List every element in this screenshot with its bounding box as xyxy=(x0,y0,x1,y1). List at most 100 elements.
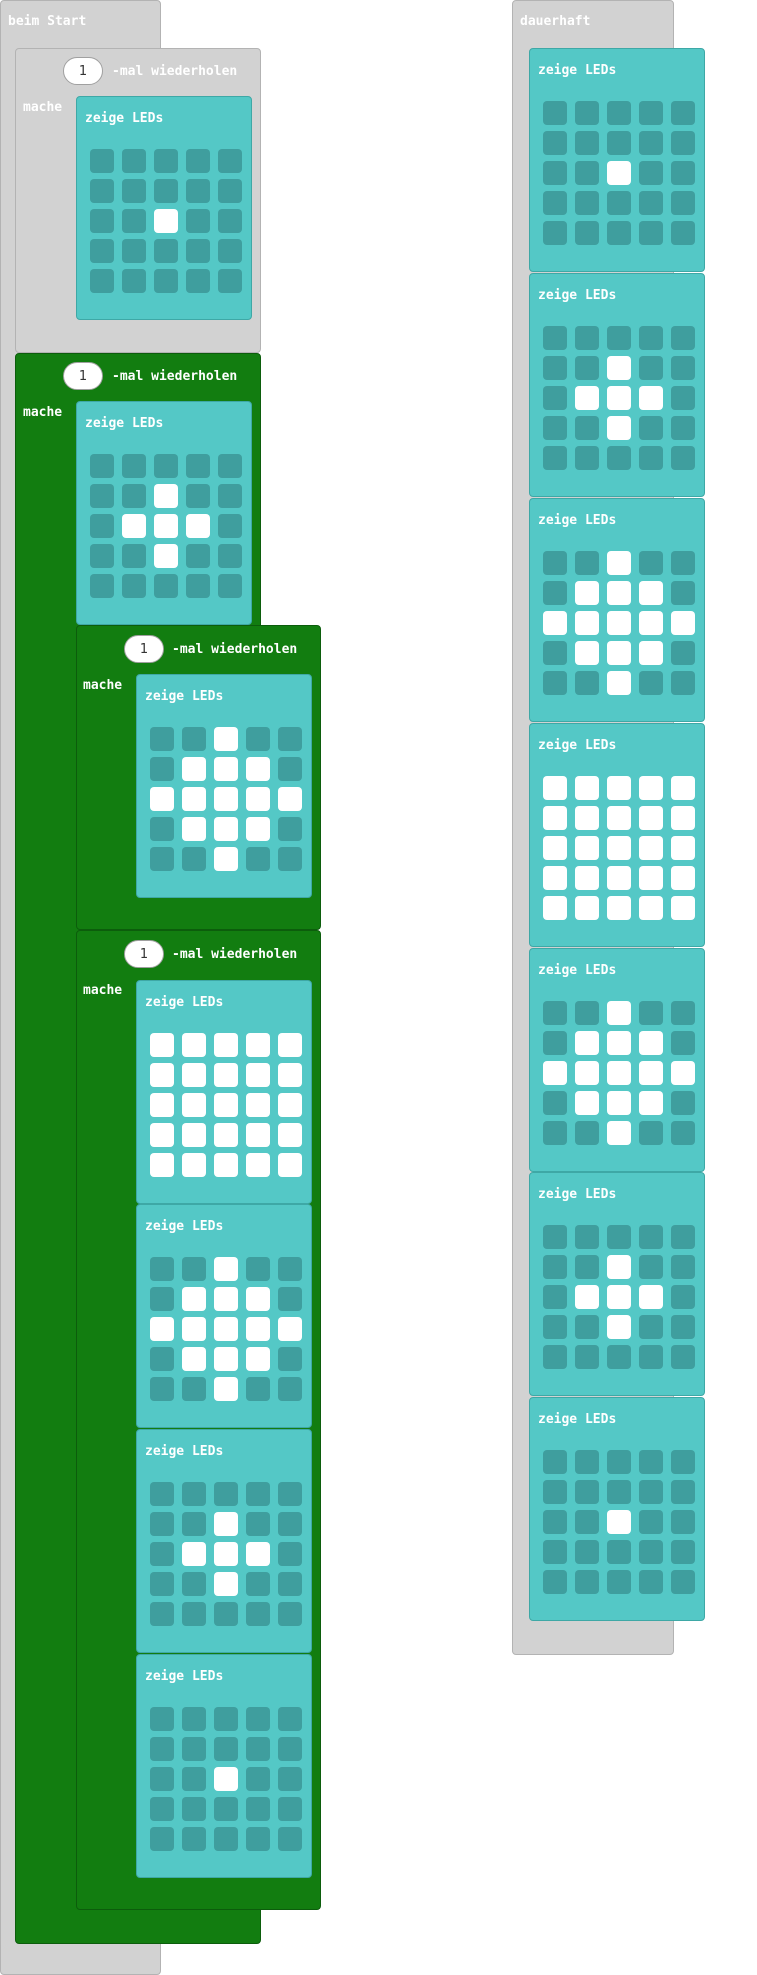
led-2-2[interactable] xyxy=(214,1542,238,1566)
led-1-4[interactable] xyxy=(218,179,242,203)
led-0-1[interactable] xyxy=(575,101,599,125)
led-2-3[interactable] xyxy=(639,386,663,410)
led-3-4[interactable] xyxy=(671,1091,695,1115)
led-4-3[interactable] xyxy=(639,1570,663,1594)
led-4-3[interactable] xyxy=(639,446,663,470)
led-4-0[interactable] xyxy=(543,1570,567,1594)
led-3-3[interactable] xyxy=(639,191,663,215)
led-2-4[interactable] xyxy=(671,1061,695,1085)
led-1-0[interactable] xyxy=(150,757,174,781)
led-1-1[interactable] xyxy=(182,1512,206,1536)
led-0-0[interactable] xyxy=(90,454,114,478)
led-3-1[interactable] xyxy=(182,1123,206,1147)
led-2-1[interactable] xyxy=(575,836,599,860)
led-0-3[interactable] xyxy=(246,1257,270,1281)
led-0-2[interactable] xyxy=(607,1001,631,1025)
led-3-4[interactable] xyxy=(278,1123,302,1147)
led-0-0[interactable] xyxy=(150,1707,174,1731)
led-2-0[interactable] xyxy=(150,1093,174,1117)
led-2-1[interactable] xyxy=(575,161,599,185)
led-2-3[interactable] xyxy=(639,1510,663,1534)
led-0-3[interactable] xyxy=(186,149,210,173)
led-0-3[interactable] xyxy=(639,551,663,575)
on-start-show-leds-block-2[interactable]: zeige LEDs xyxy=(76,401,252,625)
led-4-4[interactable] xyxy=(671,221,695,245)
led-3-4[interactable] xyxy=(218,239,242,263)
led-3-4[interactable] xyxy=(278,1797,302,1821)
led-4-0[interactable] xyxy=(543,1121,567,1145)
led-4-2[interactable] xyxy=(607,1345,631,1369)
led-0-4[interactable] xyxy=(671,1001,695,1025)
led-4-0[interactable] xyxy=(543,446,567,470)
led-3-2[interactable] xyxy=(607,1091,631,1115)
led-3-1[interactable] xyxy=(575,1540,599,1564)
led-1-2[interactable] xyxy=(154,484,178,508)
led-0-4[interactable] xyxy=(671,1450,695,1474)
led-4-4[interactable] xyxy=(671,446,695,470)
led-2-1[interactable] xyxy=(575,386,599,410)
led-1-1[interactable] xyxy=(122,179,146,203)
led-0-3[interactable] xyxy=(639,1225,663,1249)
led-1-4[interactable] xyxy=(671,356,695,380)
led-3-1[interactable] xyxy=(182,817,206,841)
led-2-2[interactable] xyxy=(607,836,631,860)
led-3-4[interactable] xyxy=(278,1347,302,1371)
led-4-3[interactable] xyxy=(246,847,270,871)
led-1-1[interactable] xyxy=(182,1063,206,1087)
led-4-4[interactable] xyxy=(278,1153,302,1177)
led-0-0[interactable] xyxy=(543,1450,567,1474)
repeat-count-1[interactable]: 1 xyxy=(63,57,103,85)
led-4-2[interactable] xyxy=(607,1121,631,1145)
led-0-4[interactable] xyxy=(278,1482,302,1506)
led-0-0[interactable] xyxy=(543,1225,567,1249)
led-1-4[interactable] xyxy=(671,1255,695,1279)
led-0-3[interactable] xyxy=(186,454,210,478)
led-4-3[interactable] xyxy=(186,574,210,598)
led-1-3[interactable] xyxy=(639,356,663,380)
led-1-3[interactable] xyxy=(186,179,210,203)
led-4-3[interactable] xyxy=(639,1345,663,1369)
led-2-4[interactable] xyxy=(671,1510,695,1534)
led-3-2[interactable] xyxy=(607,416,631,440)
led-3-4[interactable] xyxy=(671,641,695,665)
led-1-4[interactable] xyxy=(671,131,695,155)
led-3-0[interactable] xyxy=(150,1123,174,1147)
led-1-1[interactable] xyxy=(575,581,599,605)
led-0-2[interactable] xyxy=(214,1707,238,1731)
led-0-1[interactable] xyxy=(575,1450,599,1474)
led-3-2[interactable] xyxy=(607,641,631,665)
led-3-2[interactable] xyxy=(214,1572,238,1596)
led-4-0[interactable] xyxy=(543,1345,567,1369)
led-2-4[interactable] xyxy=(218,514,242,538)
led-3-0[interactable] xyxy=(150,1572,174,1596)
led-3-3[interactable] xyxy=(246,1347,270,1371)
led-1-0[interactable] xyxy=(543,356,567,380)
led-3-4[interactable] xyxy=(671,191,695,215)
led-3-3[interactable] xyxy=(639,416,663,440)
on-start-show-leds-block-3[interactable]: zeige LEDs xyxy=(136,674,312,898)
repeat-count-2[interactable]: 1 xyxy=(63,362,103,390)
led-2-2[interactable] xyxy=(607,386,631,410)
on-start-show-leds-block-5[interactable]: zeige LEDs xyxy=(136,1204,312,1428)
led-3-0[interactable] xyxy=(543,416,567,440)
led-1-4[interactable] xyxy=(278,1737,302,1761)
led-1-2[interactable] xyxy=(607,1480,631,1504)
led-0-4[interactable] xyxy=(278,1707,302,1731)
led-0-0[interactable] xyxy=(90,149,114,173)
led-2-0[interactable] xyxy=(90,514,114,538)
led-4-3[interactable] xyxy=(246,1602,270,1626)
led-4-2[interactable] xyxy=(154,574,178,598)
led-1-0[interactable] xyxy=(543,581,567,605)
led-0-3[interactable] xyxy=(246,1033,270,1057)
led-3-3[interactable] xyxy=(246,1123,270,1147)
led-0-2[interactable] xyxy=(214,727,238,751)
led-2-1[interactable] xyxy=(575,1285,599,1309)
led-1-2[interactable] xyxy=(214,1737,238,1761)
led-1-1[interactable] xyxy=(122,484,146,508)
led-3-1[interactable] xyxy=(575,1091,599,1115)
led-3-1[interactable] xyxy=(122,544,146,568)
led-3-1[interactable] xyxy=(182,1572,206,1596)
led-2-4[interactable] xyxy=(671,1285,695,1309)
led-4-0[interactable] xyxy=(150,1153,174,1177)
led-4-2[interactable] xyxy=(607,671,631,695)
